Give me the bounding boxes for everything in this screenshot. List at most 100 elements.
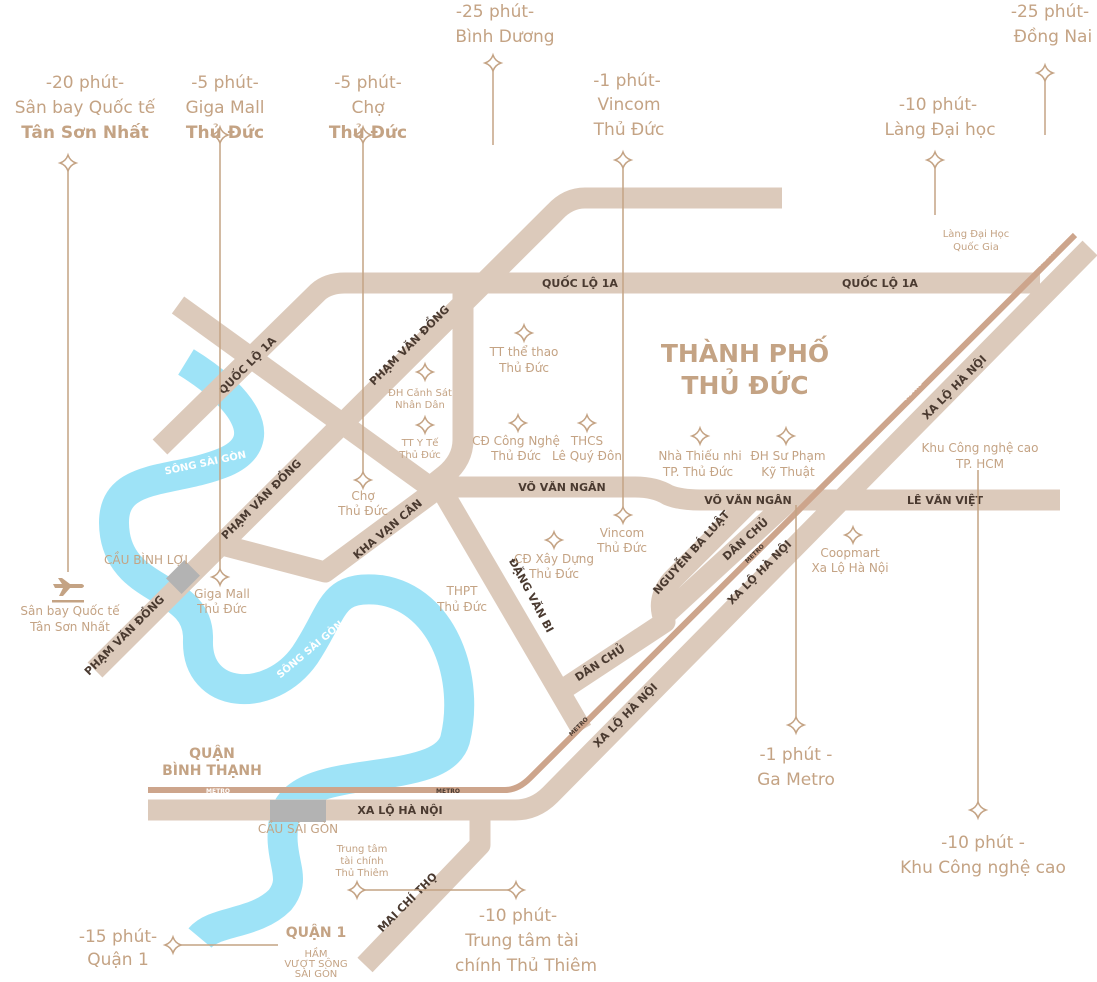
road-dan-chu [559, 492, 760, 697]
place-dhcanhsat: ĐH Cảnh Sát [388, 387, 452, 399]
place-gigamall-2: Thủ Đức [196, 602, 247, 616]
place-thuthiem-3: Thủ Thiêm [334, 867, 388, 879]
place-nhathieunhi: Nhà Thiếu nhi [658, 449, 741, 463]
road-pham-van-dong [87, 187, 782, 678]
place-airport: Sân bay Quốc tế [20, 604, 120, 618]
roads [87, 187, 1097, 973]
place-langdhqg: Làng Đại Học [943, 228, 1010, 240]
callout-binhduong-name: Bình Dương [455, 27, 554, 47]
callout-gigamall-name: Giga Mall [185, 98, 264, 118]
callout-thuthiem-name: Trung tâm tài [464, 931, 578, 951]
diamond-icon [545, 531, 563, 549]
diamond-icon [926, 151, 944, 169]
place-ttyte-2: Thủ Đức [398, 449, 441, 461]
place-khucnc-2: TP. HCM [955, 457, 1004, 471]
road-quoc-lo-1a [152, 272, 1040, 455]
label-xlhn-1: XA LỘ HÀ NỘI [357, 804, 442, 817]
district-quan1: QUẬN 1 [286, 923, 346, 941]
place-vincom: Vincom [600, 526, 645, 540]
place-vincom-2: Thủ Đức [596, 541, 647, 555]
bridge-saigon [270, 800, 326, 822]
diamond-icon [416, 363, 434, 381]
label-xlhn-2: XA LỘ HÀ NỘI [920, 353, 989, 422]
diamond-icon [787, 716, 805, 734]
callout-dongnai-time: -25 phút- [1011, 2, 1089, 22]
place-cdxaydung-2: Thủ Đức [528, 567, 579, 581]
callout-gigamall-time: -5 phút- [191, 73, 259, 93]
diamond-icon [1036, 64, 1054, 82]
callout-khucnc-time: -10 phút - [941, 833, 1025, 853]
bridge-binhloi [166, 560, 200, 594]
callout-cho-name2: Thủ Đức [329, 123, 407, 143]
diamond-icon [211, 568, 229, 586]
callout-cho-time: -5 phút- [334, 73, 402, 93]
place-airport-2: Tân Sơn Nhất [29, 620, 110, 634]
diamond-icon [164, 936, 182, 954]
airplane-runway-icon [52, 600, 84, 603]
label-ql1a-1: QUỐC LỘ 1A [542, 275, 618, 290]
place-cho: Chợ [351, 489, 375, 503]
diamond-icon [777, 427, 795, 445]
callout-binhduong-time: -25 phút- [456, 2, 534, 22]
city-title-line2: THỦ ĐỨC [681, 367, 808, 400]
callout-airport-time: -20 phút- [46, 73, 124, 93]
place-thpt: THPT [446, 584, 479, 598]
callout-langdh-time: -10 phút- [899, 95, 977, 115]
place-ham-3: SÀI GÒN [295, 967, 338, 980]
place-thcs: THCS [570, 434, 603, 448]
callout-airport-name: Sân bay Quốc tế [15, 97, 156, 118]
diamond-icon [348, 881, 366, 899]
diamond-icon [416, 416, 434, 434]
road-dan-chu-2 [657, 492, 798, 623]
callout-thuthiem-name2: chính Thủ Thiêm [455, 956, 597, 976]
place-dhspkt-2: Kỹ Thuật [761, 465, 815, 479]
callout-lines [67, 71, 1046, 946]
place-dhcanhsat-2: Nhân Dân [395, 399, 445, 411]
label-pvd-1: PHẠM VĂN ĐỒNG [366, 302, 453, 389]
callout-cho-name: Chợ [351, 98, 385, 118]
callout-vincom-name: Vincom [597, 95, 660, 115]
diamond-icon [578, 414, 596, 432]
city-title-line1: THÀNH PHỐ [661, 335, 829, 368]
diamond-icon [509, 414, 527, 432]
callout-thuthiem-time: -10 phút- [479, 906, 557, 926]
diamond-icon [844, 526, 862, 544]
diamond-icon [59, 154, 77, 172]
callout-metro-name: Ga Metro [757, 770, 835, 790]
place-ttthethao-2: Thủ Đức [498, 361, 549, 375]
bridge-binhloi-label: CẦU BÌNH LỢI [104, 551, 188, 567]
airplane-icon [53, 578, 84, 596]
label-ql1a-2: QUỐC LỘ 1A [842, 275, 918, 290]
place-coopmart-2: Xa Lộ Hà Nội [811, 561, 888, 575]
place-thuthiem: Trung tâm [336, 843, 388, 855]
label-vvn-1: VÕ VĂN NGÂN [518, 481, 606, 494]
callout-quan1-time: -15 phút- [79, 927, 157, 947]
place-cdcongnghe-2: Thủ Đức [490, 449, 541, 463]
diamond-icon [515, 324, 533, 342]
diamond-icon [484, 54, 502, 72]
road-vertical [423, 290, 474, 496]
callout-airport-name2: Tân Sơn Nhất [21, 122, 149, 143]
diamond-icon [354, 471, 372, 489]
road-mai-chi-tho [357, 815, 491, 973]
place-ham-2: VƯỢT SÔNG [284, 957, 347, 970]
road-dang-van-bi [430, 481, 592, 736]
diamond-icon [969, 801, 987, 819]
label-xlhn-4: XA LỘ HÀ NỘI [591, 681, 660, 750]
place-khucnc: Khu Công nghệ cao [922, 441, 1039, 455]
metro-line [148, 232, 1078, 793]
road-xa-lo-ha-noi [148, 240, 1097, 821]
label-metro-1: METRO [206, 788, 230, 795]
place-ttyte: TT Y Tế [401, 437, 440, 449]
callout-langdh-name: Làng Đại học [884, 120, 995, 140]
place-labels: Làng Đại Học Quốc Gia TT thể thao Thủ Đứ… [20, 228, 1038, 980]
place-thcs-2: Lê Quý Đôn [552, 449, 622, 463]
place-nhathieunhi-2: TP. Thủ Đức [662, 465, 733, 479]
place-ham: HẦM [305, 946, 328, 960]
place-thpt-2: Thủ Đức [436, 600, 487, 614]
callout-vincom-time: -1 phút- [593, 71, 661, 91]
road-vo-van-ngan [430, 476, 1060, 511]
callout-metro-time: -1 phút - [760, 745, 833, 765]
saigon-river [99, 349, 475, 950]
